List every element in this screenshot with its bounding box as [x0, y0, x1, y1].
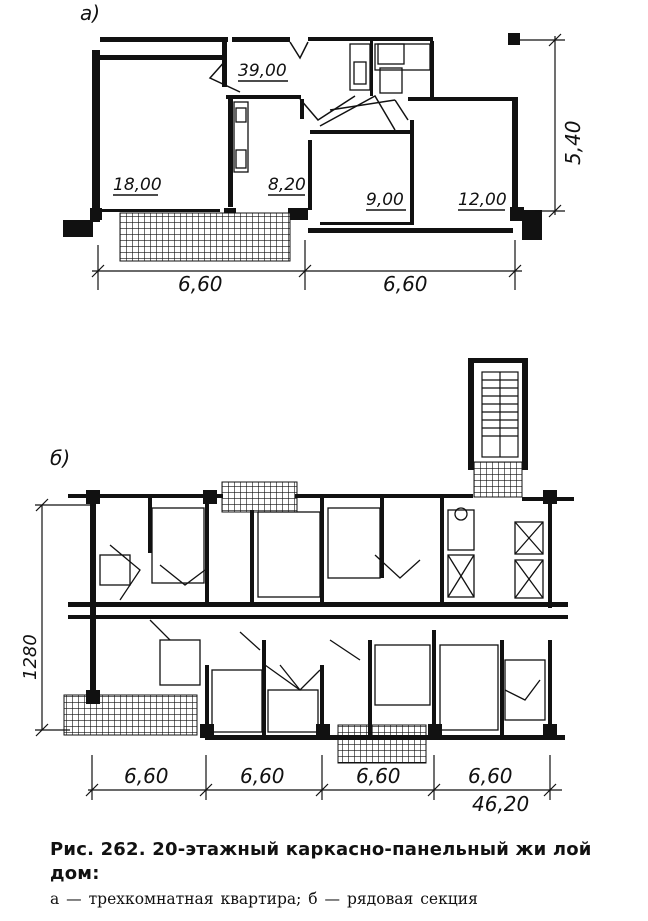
plan-b-dim-total: 46,20	[472, 792, 529, 816]
plan-b-walls	[68, 490, 574, 740]
room-area-hall: 39,00	[238, 61, 287, 81]
plan-b-elevators	[447, 507, 544, 599]
plan-b-balcony-middle	[337, 724, 427, 764]
plan-b: б)	[20, 358, 574, 816]
plan-a-dim-bay-right: 6,60	[383, 272, 428, 296]
plan-a-dim-bay-left: 6,60	[178, 272, 223, 296]
plan-a-dimension-lines	[91, 33, 565, 290]
plan-b-balcony-top	[221, 481, 298, 513]
plan-b-dimension-lines	[35, 498, 562, 800]
plan-b-dim-depth: 1280	[20, 634, 41, 680]
plan-b-dim-bay-4: 6,60	[468, 764, 513, 788]
caption-legend: а — трехкомнатная квартира; б — рядовая …	[50, 890, 478, 908]
room-area-kitchen: 8,20	[268, 175, 306, 195]
plan-b-balcony-left	[63, 694, 198, 736]
room-area-bedroom-large: 12,00	[458, 190, 507, 210]
plan-b-label: б)	[50, 446, 70, 470]
plan-a: а)	[63, 1, 585, 296]
plan-a-dim-depth: 5,40	[561, 120, 585, 165]
room-area-living: 18,00	[113, 175, 162, 195]
plan-a-fixtures	[233, 43, 431, 173]
room-area-bedroom-small: 9,00	[366, 190, 404, 210]
plan-a-doors	[208, 41, 409, 131]
figure-caption: Рис. 262. 20-этажный каркасно-панельный …	[50, 838, 610, 910]
plan-a-walls	[63, 33, 542, 240]
plan-b-dim-bay-3: 6,60	[356, 764, 401, 788]
caption-title: Рис. 262. 20-этажный каркасно-панельный …	[50, 839, 592, 884]
plan-b-dim-bay-1: 6,60	[124, 764, 169, 788]
plan-b-dim-bay-2: 6,60	[240, 764, 285, 788]
plan-b-partitions	[99, 507, 546, 733]
plan-a-loggia	[119, 212, 291, 262]
stair-tower	[468, 358, 528, 498]
plan-a-label: а)	[80, 1, 100, 25]
